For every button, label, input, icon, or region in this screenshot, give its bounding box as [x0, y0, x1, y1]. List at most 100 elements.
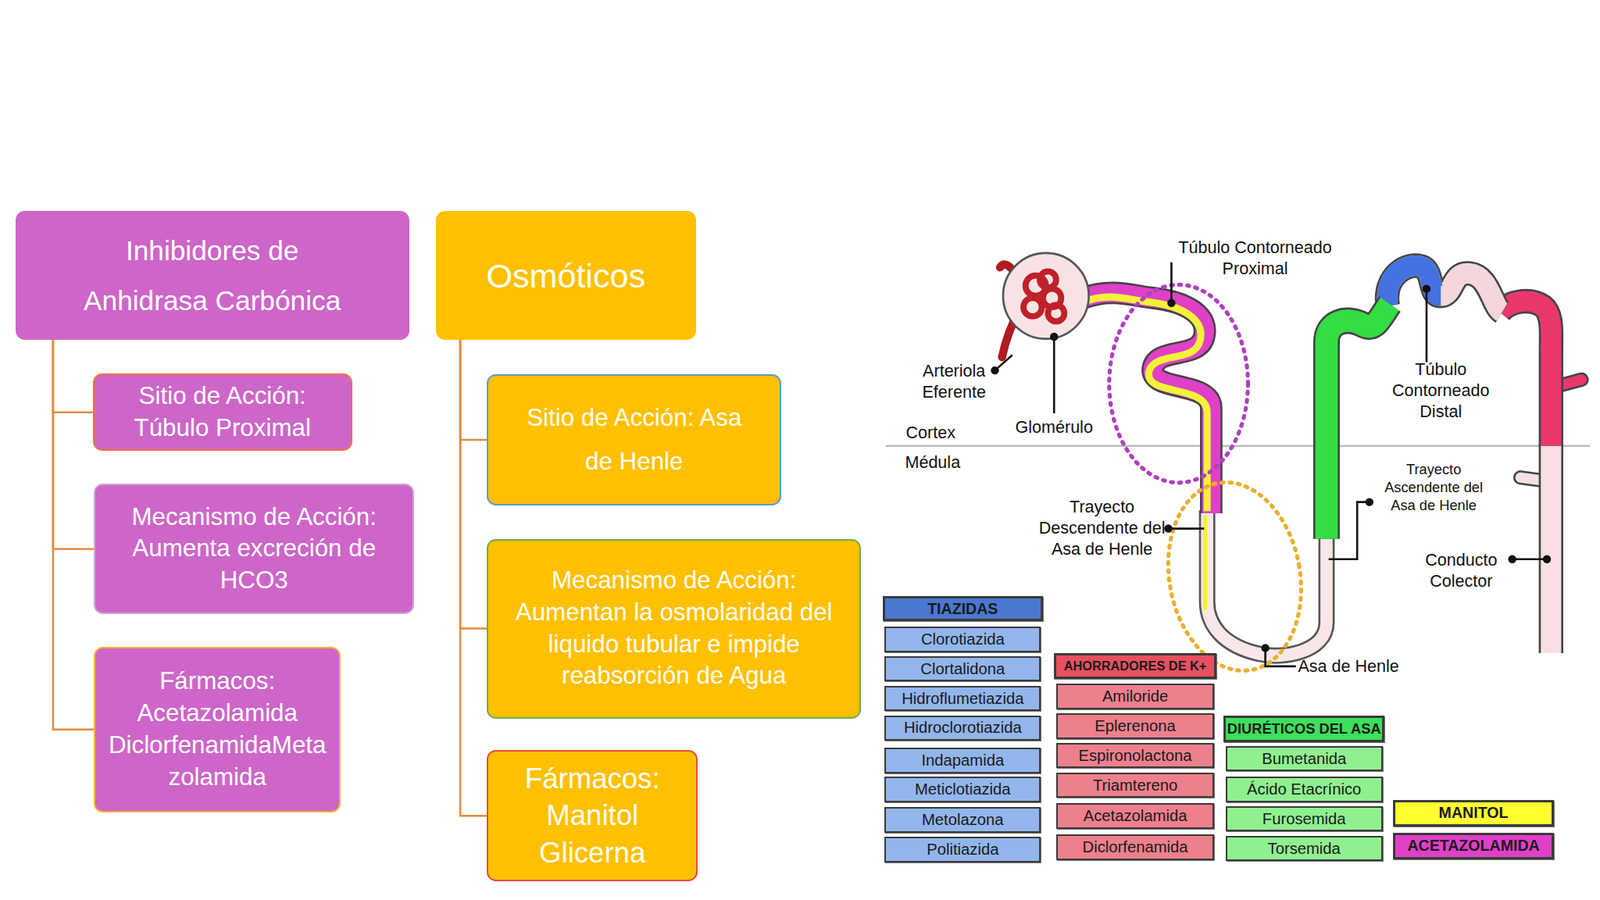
box-text: Sitio de Acción: Túbulo Proximal — [107, 380, 339, 444]
leader-dot — [1543, 556, 1550, 563]
distal-outline — [1386, 265, 1502, 313]
cortex-medulla-line — [885, 444, 1590, 447]
part-label: Trayecto Descendente del Asa de Henle — [1030, 496, 1174, 561]
table-cell: Torsemida — [1225, 835, 1383, 862]
table-cell: Metolazona — [884, 807, 1041, 833]
text-stack: Fármacos: Manitol Glicerna — [502, 760, 683, 872]
leader-dot — [1050, 333, 1058, 340]
table-cell: Indapamida — [884, 747, 1041, 774]
part-label: Túbulo Contorneado Distal — [1379, 359, 1503, 423]
table-cell: Triamtereno — [1056, 772, 1215, 799]
box-text: Sitio de Acción: Asa de Henle — [522, 396, 746, 485]
text-stack: Mecanismo de Acción: Aumenta excreción d… — [115, 501, 393, 597]
tree-connector — [460, 339, 487, 816]
proximal-outline — [1083, 292, 1211, 514]
distal-blue — [1386, 265, 1441, 307]
glomerulus-loop — [1047, 305, 1065, 322]
box-text: Mecanismo de Acción: Aumenta excreción d… — [115, 501, 393, 597]
leader-line — [1053, 336, 1056, 414]
loop-of-henle — [1205, 303, 1390, 656]
part-label: Asa de Henle — [1297, 656, 1421, 678]
distal-tubule — [1386, 265, 1502, 313]
part-label: Conducto Colector — [1410, 550, 1513, 593]
tree-connector — [460, 339, 487, 440]
duct-outline — [1539, 443, 1564, 654]
box-text: Inhibidores de Anhidrasa Carbónica — [66, 225, 359, 325]
distal-red — [1500, 301, 1552, 447]
proximal-magenta — [1083, 292, 1211, 514]
mechanism-box: Mecanismo de Acción: Aumentan la osmolar… — [486, 539, 861, 719]
leader-lines — [992, 262, 1550, 667]
table-cell: Politiazida — [884, 836, 1041, 863]
leader-line — [1512, 557, 1547, 561]
box-text: Fármacos: Acetazolamida DiclorfenamidaMe… — [105, 665, 329, 793]
table-cell: Amiloride — [1056, 683, 1215, 710]
table-cell: Acetazolamida — [1056, 803, 1215, 829]
leader-dot — [1423, 285, 1430, 293]
leader-dot — [1165, 525, 1172, 533]
table-cell: Furosemida — [1225, 806, 1383, 833]
box-text: Mecanismo de Acción: Aumentan la osmolar… — [498, 564, 850, 693]
leader-dot — [1168, 300, 1175, 307]
text-stack: Sitio de Acción: Asa de Henle — [522, 396, 746, 485]
duct-fill — [1540, 443, 1561, 654]
leader-dot — [992, 367, 999, 374]
table-cell: Hidroclorotiazida — [884, 715, 1041, 742]
tree-connector — [460, 339, 487, 629]
table-cell: Clortalidona — [884, 656, 1041, 683]
leader-line — [1168, 527, 1205, 530]
class-header: Osmóticos — [435, 210, 697, 340]
text-stack: Sitio de Acción: Túbulo Proximal — [107, 380, 339, 444]
class-header: Inhibidores de Anhidrasa Carbónica — [15, 210, 410, 340]
box-text: Fármacos: Manitol Glicerna — [502, 760, 683, 872]
text-stack: Fármacos: Acetazolamida DiclorfenamidaMe… — [105, 665, 329, 793]
table-cell: DIURÉTICOS DEL ASA — [1223, 715, 1385, 743]
part-label: Médula — [896, 452, 968, 474]
proximal-tubule — [1083, 292, 1211, 514]
distal-red-outline — [1500, 301, 1552, 447]
leader-line — [1425, 289, 1429, 363]
table-cell: ACETAZOLAMIDA — [1392, 832, 1554, 860]
glomerulus-loop — [1023, 297, 1043, 317]
drugs-box: Fármacos: Manitol Glicerna — [486, 750, 698, 882]
part-label: Glomérulo — [1003, 417, 1106, 439]
table-cell: Bumetanida — [1225, 746, 1383, 772]
dotted-highlight — [1109, 284, 1249, 483]
thin-limb-outline — [1207, 510, 1327, 656]
glomerulus-loop — [1039, 271, 1057, 288]
table-cell: Meticlotiazida — [884, 776, 1041, 803]
bowman-capsule — [1003, 253, 1090, 340]
table-cell: AHORRADORES DE K+ — [1053, 653, 1217, 679]
text-stack: Mecanismo de Acción: Aumentan la osmolar… — [498, 564, 850, 693]
table-cell: Hidroflumetiazida — [884, 685, 1041, 712]
proximal-yellow — [1083, 296, 1208, 511]
text-stack: Inhibidores de Anhidrasa Carbónica — [66, 225, 359, 325]
site-box: Sitio de Acción: Asa de Henle — [486, 374, 782, 505]
tree-connector — [53, 339, 94, 730]
table-cell: Clorotiazida — [884, 626, 1041, 653]
table-cell: Ácido Etacrínico — [1225, 776, 1383, 803]
renal-corpuscle — [1000, 253, 1090, 358]
table-cell: Diclorfenamida — [1056, 834, 1215, 861]
mechanism-box: Mecanismo de Acción: Aumenta excreción d… — [93, 483, 415, 615]
collecting-duct — [1500, 301, 1582, 654]
site-box: Sitio de Acción: Túbulo Proximal — [92, 373, 353, 451]
part-label: Túbulo Contorneado Proximal — [1163, 237, 1347, 280]
table-cell: TIAZIDAS — [882, 596, 1043, 622]
part-label: Arteriola Eferente — [910, 360, 998, 404]
dotted-highlight — [1153, 471, 1316, 682]
leader-dot — [1366, 499, 1373, 506]
leader-line — [1328, 502, 1370, 560]
tree-connector — [53, 339, 94, 550]
leader-line — [1265, 647, 1297, 667]
drugs-box: Fármacos: Acetazolamida DiclorfenamidaMe… — [93, 646, 341, 813]
table-cell: Espironolactona — [1056, 742, 1215, 769]
part-label: Cortex — [894, 422, 966, 444]
thin-limb — [1207, 510, 1327, 656]
text-stack: Osmóticos — [485, 253, 646, 298]
leader-line — [1170, 262, 1173, 304]
distal-pale — [1386, 265, 1502, 313]
box-text: Osmóticos — [485, 253, 646, 298]
